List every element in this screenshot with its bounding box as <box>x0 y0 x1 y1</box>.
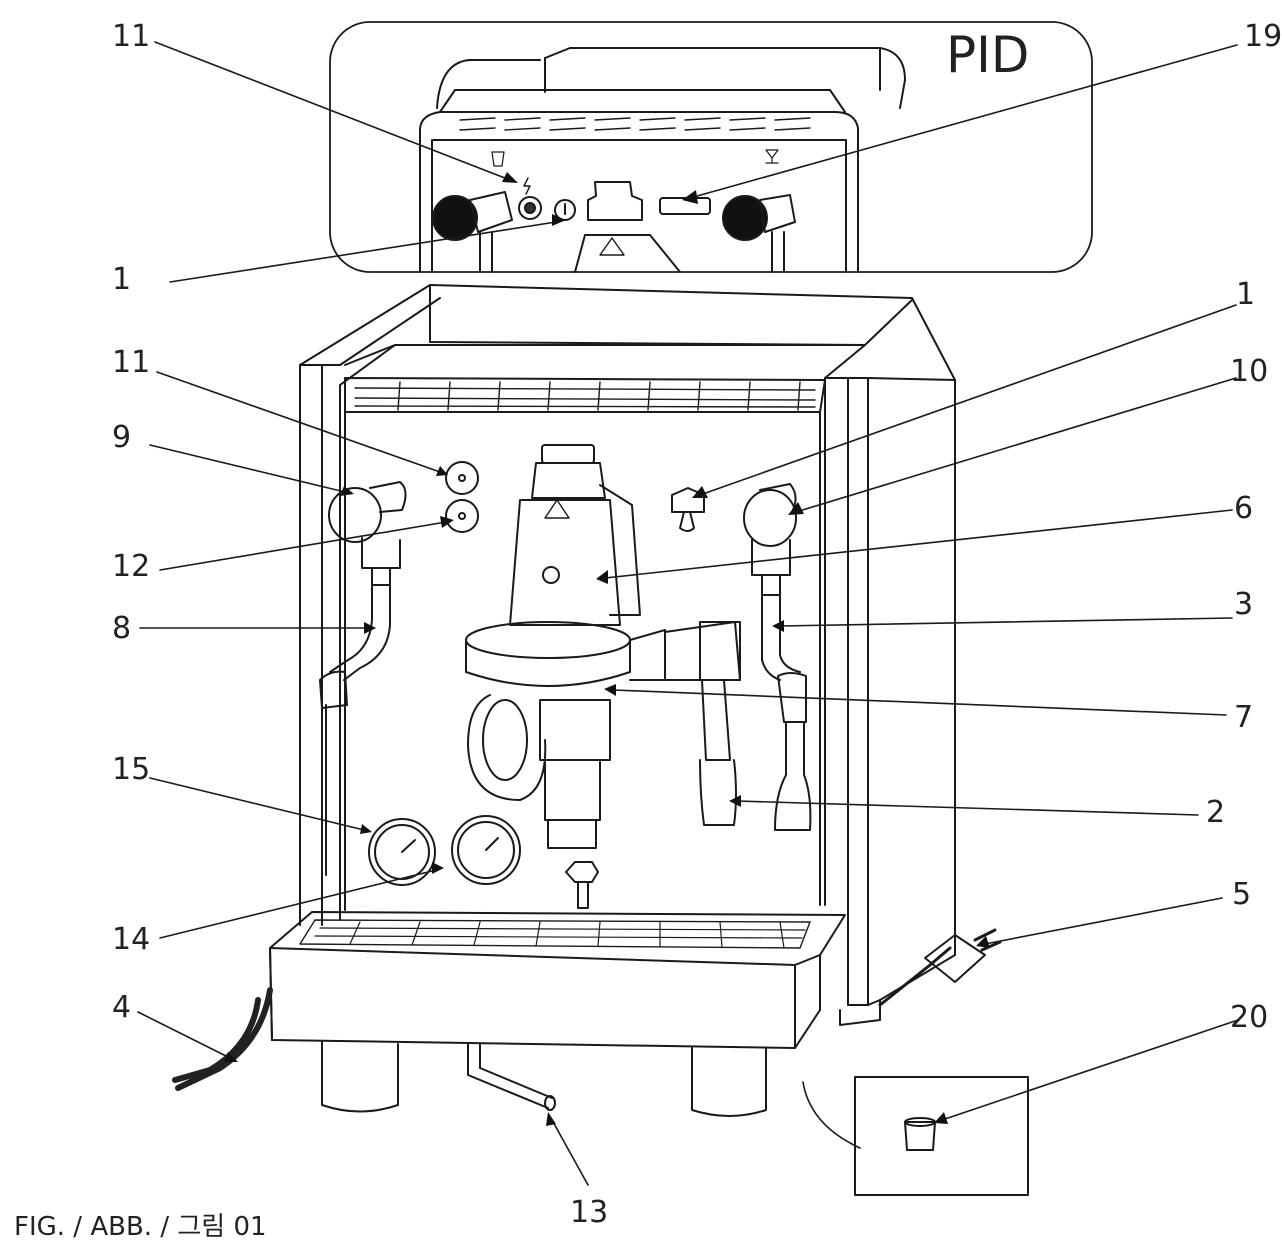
arrow-heads <box>224 172 990 1126</box>
callout-15: 15 <box>112 752 151 787</box>
callout-4: 4 <box>112 990 132 1025</box>
pid-title: PID <box>946 26 1030 84</box>
callout-5: 5 <box>1232 877 1252 912</box>
callout-6: 6 <box>1234 491 1254 526</box>
callout-8: 8 <box>112 611 132 646</box>
callout-9: 9 <box>112 420 132 455</box>
figure-caption: FIG. / ABB. / 그림 01 <box>14 1212 267 1242</box>
callout-2: 2 <box>1206 795 1226 830</box>
callout-19: 19 <box>1244 19 1282 54</box>
callout-10: 10 <box>1230 354 1269 389</box>
callout-13: 13 <box>570 1195 609 1230</box>
callout-7: 7 <box>1234 700 1254 735</box>
front-components <box>319 444 812 909</box>
callout-20: 20 <box>1230 1000 1269 1035</box>
callout-1-top: 1 <box>112 262 132 297</box>
pid-inset <box>329 21 1093 273</box>
callout-1-right: 1 <box>1236 277 1256 312</box>
callout-11-top: 11 <box>112 19 151 54</box>
callout-3: 3 <box>1234 587 1254 622</box>
callout-12: 12 <box>112 549 151 584</box>
machine-body <box>172 284 1002 1117</box>
leader-lines <box>137 41 1239 1186</box>
inset-20 <box>802 1076 1029 1196</box>
callout-14: 14 <box>112 922 151 957</box>
callout-11-left: 11 <box>112 345 151 380</box>
